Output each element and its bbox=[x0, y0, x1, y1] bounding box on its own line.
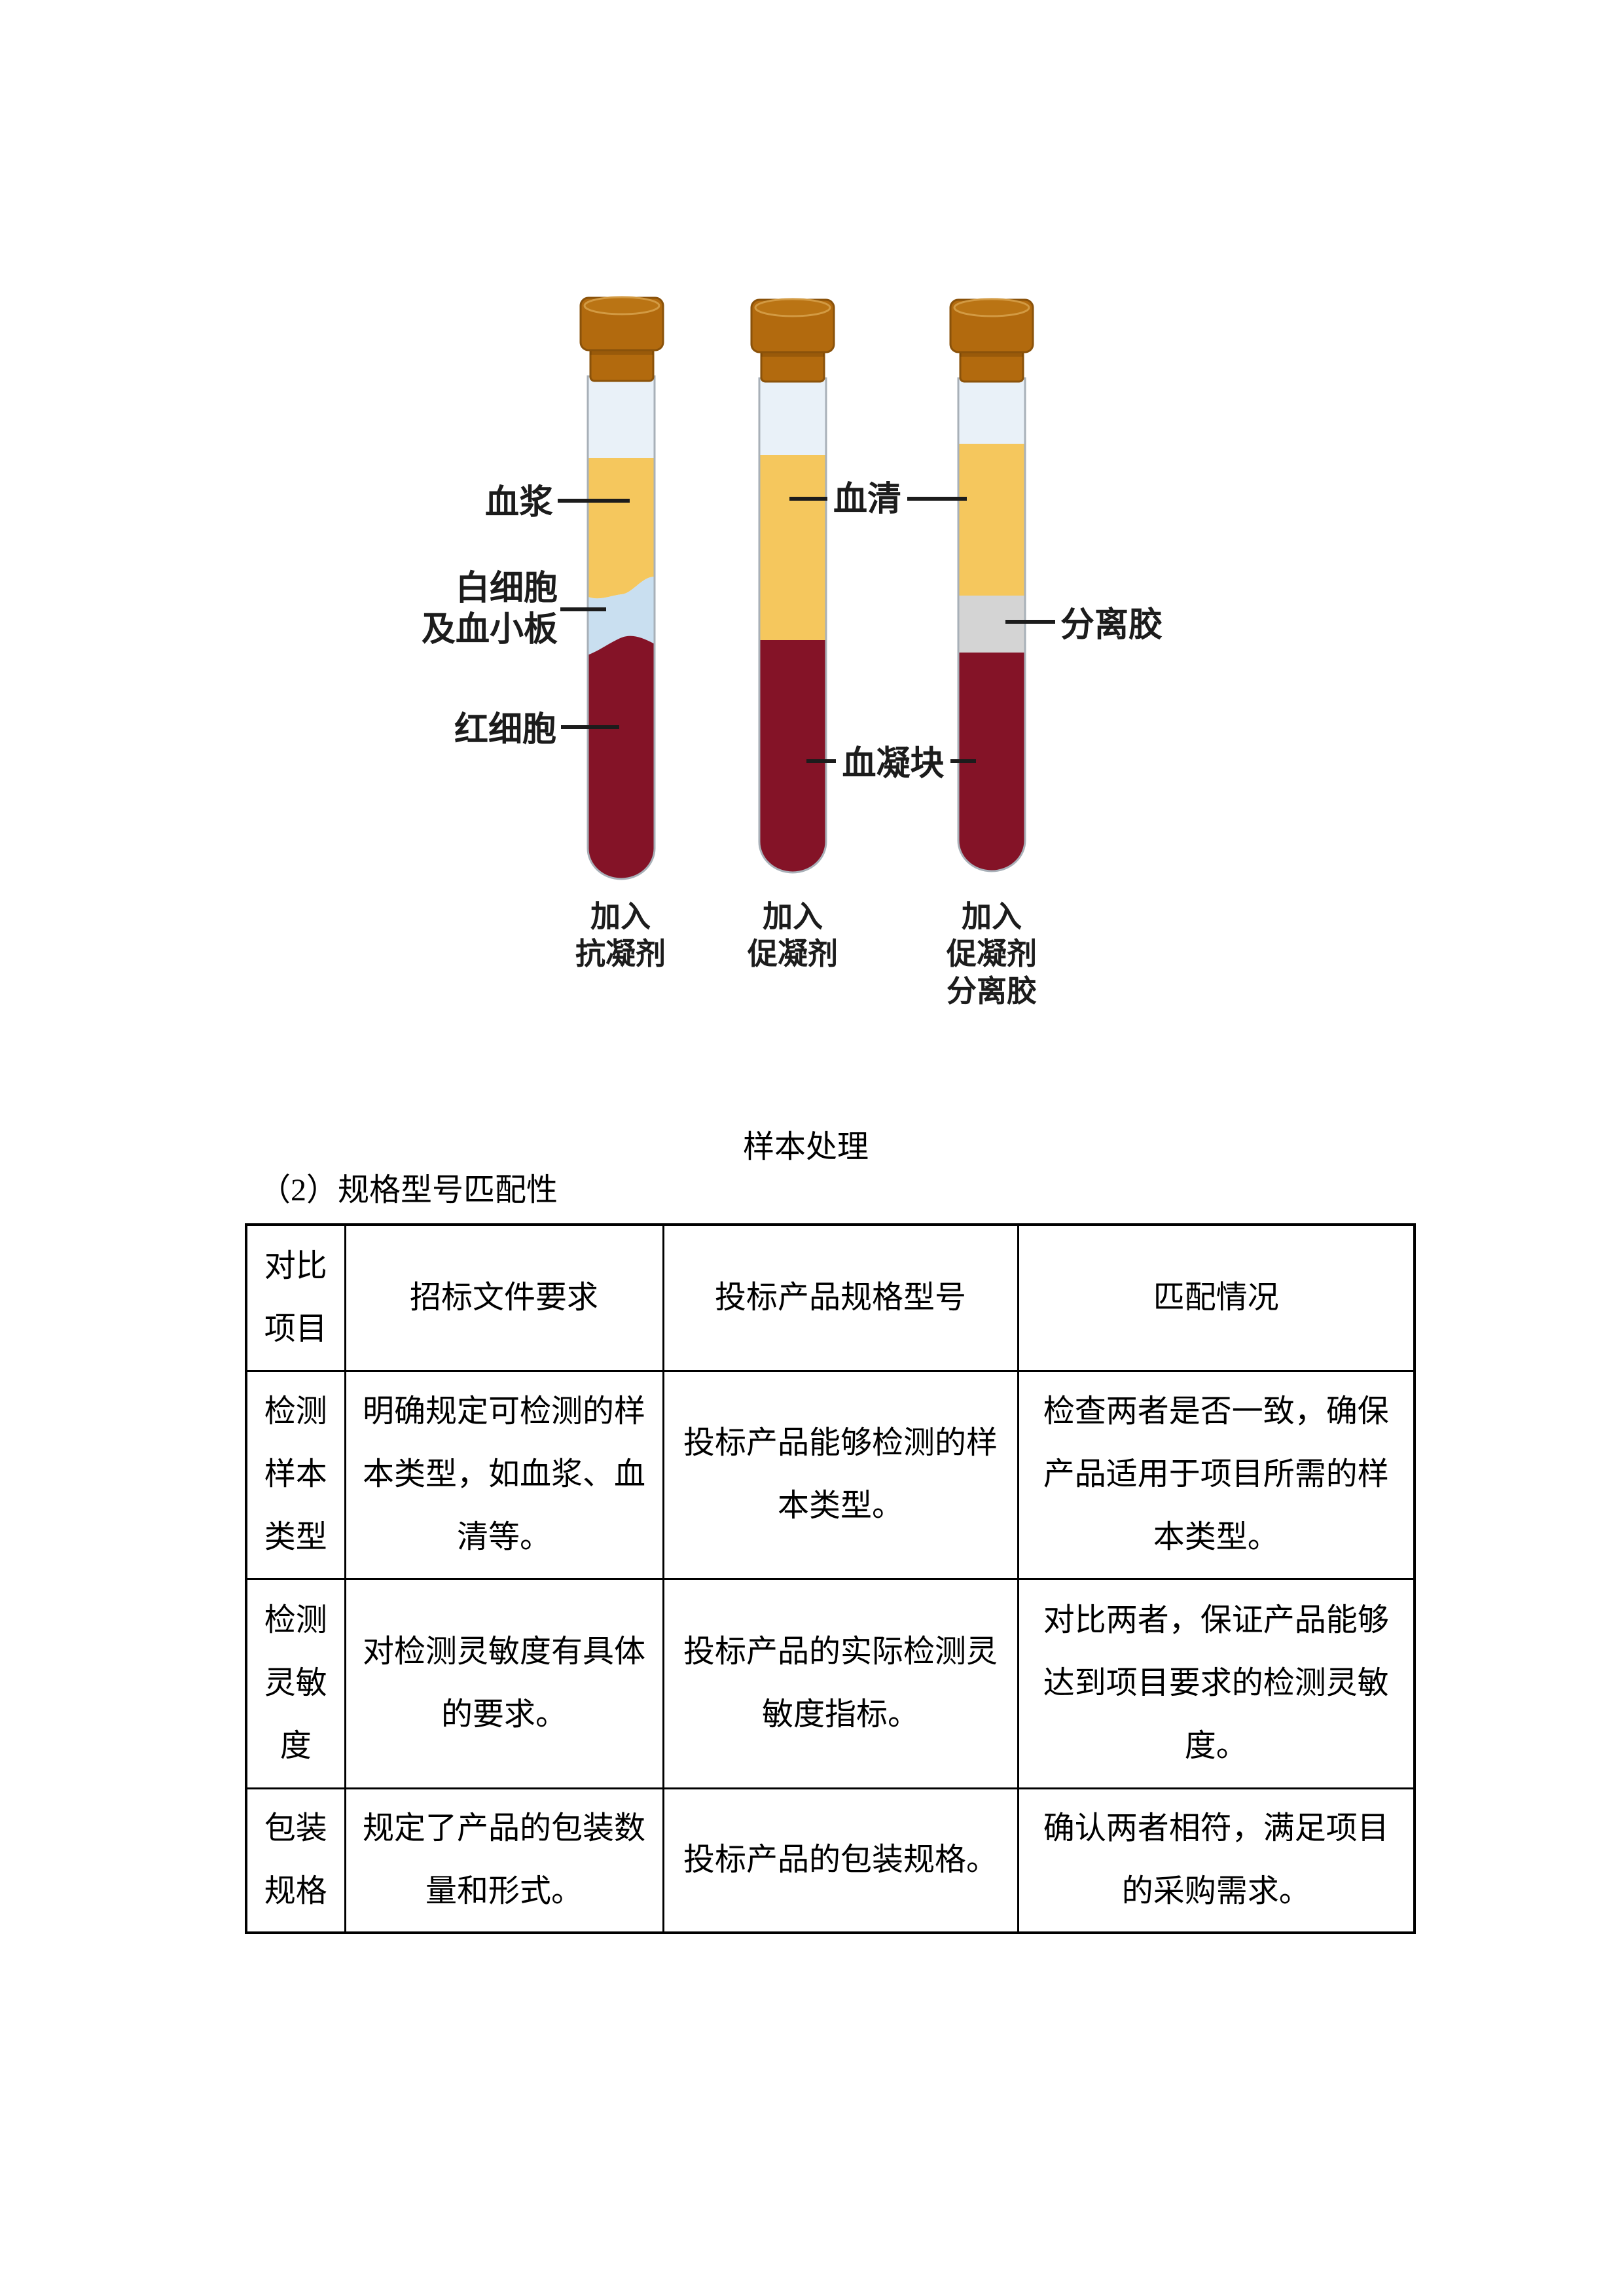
label-blood-clot: 血凝块 bbox=[842, 745, 945, 783]
tube-2-cap bbox=[750, 298, 835, 383]
cell-r3-item: 包装 规格 bbox=[245, 1787, 346, 1934]
label-plasma: 血浆 bbox=[484, 484, 553, 522]
cell-r1-item: 检测 样本 类型 bbox=[245, 1369, 346, 1580]
tube-1 bbox=[579, 296, 664, 880]
label-separation-gel: 分离胶 bbox=[1060, 606, 1163, 644]
label-red-cells: 红细胞 bbox=[454, 711, 556, 749]
cell-r3-match: 确认两者相符，满足项目 的采购需求。 bbox=[1017, 1787, 1416, 1934]
header-requirement: 招标文件要求 bbox=[344, 1223, 664, 1372]
tube-2-caption: 加入 促凝剂 bbox=[748, 899, 838, 971]
tube-3 bbox=[949, 298, 1034, 872]
tube-1-caption: 加入 抗凝剂 bbox=[575, 899, 666, 971]
tube-1-cap bbox=[579, 296, 664, 382]
table-row: 检测 灵敏 度 对检测灵敏度有具体 的要求。 投标产品的实际检测灵 敏度指标。 … bbox=[245, 1577, 1416, 1789]
label-serum: 血清 bbox=[833, 480, 901, 518]
cell-r2-spec: 投标产品的实际检测灵 敏度指标。 bbox=[662, 1577, 1019, 1789]
header-item: 对比 项目 bbox=[245, 1223, 346, 1372]
cell-r1-requirement: 明确规定可检测的样 本类型，如血浆、血 清等。 bbox=[344, 1369, 664, 1580]
cell-r1-match: 检查两者是否一致，确保 产品适用于项目所需的样 本类型。 bbox=[1017, 1369, 1416, 1580]
cell-r3-spec: 投标产品的包装规格。 bbox=[662, 1787, 1019, 1934]
section-heading: （2）规格型号匹配性 bbox=[259, 1173, 558, 1208]
tube-3-cap bbox=[949, 298, 1034, 383]
table-row: 检测 样本 类型 明确规定可检测的样 本类型，如血浆、血 清等。 投标产品能够检… bbox=[245, 1369, 1416, 1580]
header-spec: 投标产品规格型号 bbox=[662, 1223, 1019, 1372]
table-header-row: 对比 项目 招标文件要求 投标产品规格型号 匹配情况 bbox=[245, 1223, 1416, 1372]
figure-caption: 样本处理 bbox=[742, 1130, 869, 1164]
tube-2 bbox=[750, 298, 835, 874]
table-row: 包装 规格 规定了产品的包装数 量和形式。 投标产品的包装规格。 确认两者相符，… bbox=[245, 1787, 1416, 1934]
cell-r2-requirement: 对检测灵敏度有具体 的要求。 bbox=[344, 1577, 664, 1789]
header-match: 匹配情况 bbox=[1017, 1223, 1416, 1372]
spec-comparison-table: 对比 项目 招标文件要求 投标产品规格型号 匹配情况 检测 样本 类型 明确规定… bbox=[245, 1223, 1416, 1934]
cell-r1-spec: 投标产品能够检测的样 本类型。 bbox=[662, 1369, 1019, 1580]
tube-3-caption: 加入 促凝剂 分离胶 bbox=[947, 899, 1037, 1008]
cell-r2-item: 检测 灵敏 度 bbox=[245, 1577, 346, 1789]
blood-tubes-illustration bbox=[558, 296, 1055, 880]
label-buffy-coat: 白细胞 及血小板 bbox=[421, 569, 558, 649]
cell-r2-match: 对比两者，保证产品能够 达到项目要求的检测灵敏 度。 bbox=[1017, 1577, 1416, 1789]
cell-r3-requirement: 规定了产品的包装数 量和形式。 bbox=[344, 1787, 664, 1934]
